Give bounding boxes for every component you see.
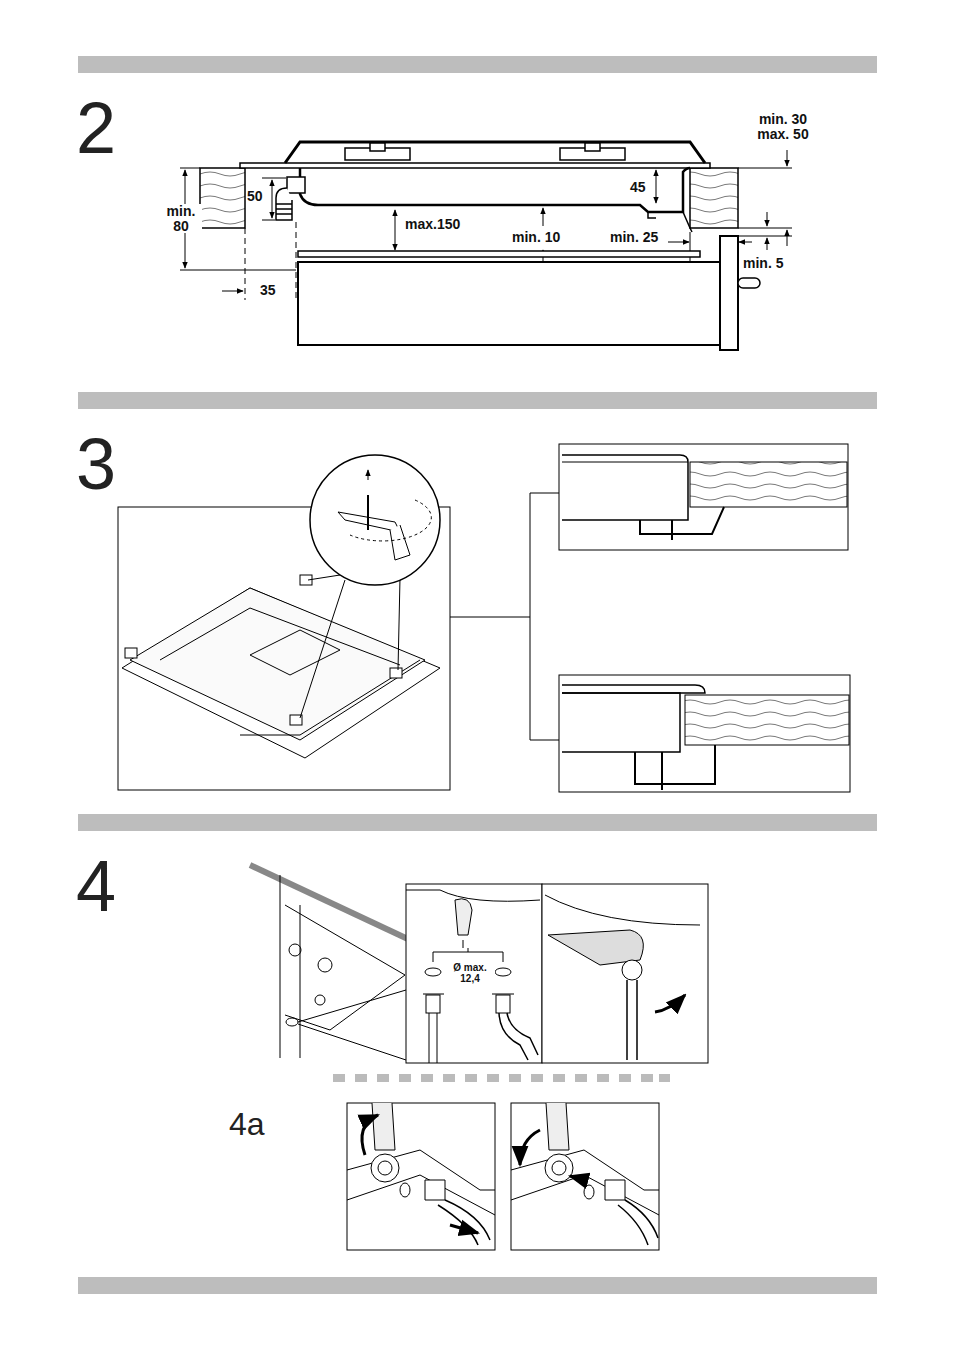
- separator: [333, 1074, 670, 1082]
- dimension-label: min. 5: [742, 256, 784, 271]
- dimension-label: 45: [629, 180, 647, 195]
- figure-number: 3: [76, 428, 116, 500]
- clamp-figure: [118, 444, 850, 792]
- gas-connection-figure: [250, 865, 708, 1063]
- dimension-label: min. 25: [609, 230, 659, 245]
- section-bar: [78, 56, 877, 1294]
- dimension-label: 35: [259, 283, 277, 298]
- figure-number: 4: [76, 850, 116, 922]
- cutout-section: [180, 142, 792, 350]
- figure-number: 4a: [229, 1108, 265, 1140]
- dimension-label: max.150: [404, 217, 461, 232]
- dimension-label: min. 10: [511, 230, 561, 245]
- dimension-label: min. 30 max. 50: [751, 112, 815, 141]
- figure-number: 2: [76, 92, 116, 164]
- dimension-label: 50: [246, 189, 264, 204]
- dimension-label: min. 80: [160, 204, 202, 233]
- dimension-label: Ø max. 12,4: [445, 963, 495, 984]
- adapter-figure: [347, 1103, 659, 1250]
